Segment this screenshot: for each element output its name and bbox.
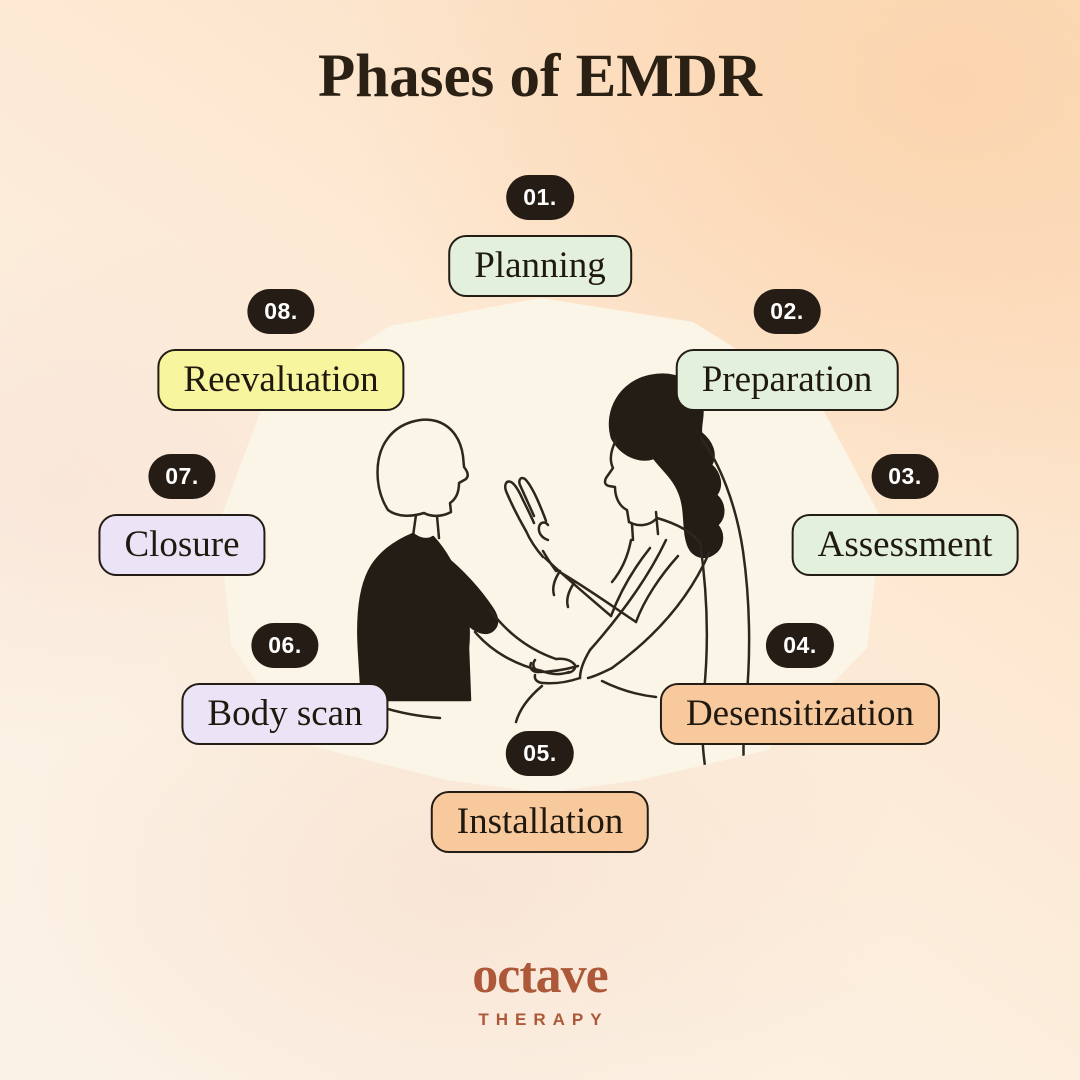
- phase-number-badge: 03.: [871, 454, 939, 499]
- phase-pill: Reevaluation: [157, 349, 405, 411]
- phase-pill: Planning: [448, 235, 632, 297]
- therapist-face: [603, 438, 631, 524]
- phase-pill: Closure: [98, 514, 266, 576]
- therapist-back: [699, 436, 751, 793]
- phase-number-badge: 05.: [506, 731, 574, 776]
- phase-number-badge: 01.: [506, 175, 574, 220]
- phase-number-badge: 06.: [251, 623, 319, 668]
- logo-wordmark: octave: [472, 947, 608, 1004]
- phase-preparation: 02. Preparation: [675, 289, 899, 411]
- phase-pill: Assessment: [791, 514, 1019, 576]
- therapist-lower-hand: [529, 658, 582, 685]
- lower-cuff: [578, 648, 614, 680]
- phase-closure: 07. Closure: [98, 454, 266, 576]
- therapist-raised-arm: [609, 546, 652, 618]
- therapist-raised-hand: [503, 476, 558, 573]
- client-sleeve: [439, 554, 499, 634]
- phase-number-badge: 04.: [766, 623, 834, 668]
- page-title: Phases of EMDR: [318, 43, 762, 110]
- client-head: [376, 418, 469, 518]
- phase-body-scan: 06. Body scan: [181, 623, 389, 745]
- phase-pill: Preparation: [675, 349, 899, 411]
- therapist-lower-arm: [588, 538, 668, 652]
- phase-pill: Body scan: [181, 683, 389, 745]
- phase-number-badge: 07.: [148, 454, 216, 499]
- phase-assessment: 03. Assessment: [791, 454, 1019, 576]
- phase-installation: 05. Installation: [430, 731, 650, 853]
- phase-number-badge: 08.: [247, 289, 315, 334]
- phase-planning: 01. Planning: [448, 175, 632, 297]
- phase-reevaluation: 08. Reevaluation: [157, 289, 405, 411]
- sleeve-cuff: [552, 569, 576, 609]
- phase-number-badge: 02.: [753, 289, 821, 334]
- client-neck: [411, 513, 441, 540]
- phase-desensitization: 04. Desensitization: [659, 623, 941, 745]
- therapist-client-illustration: [357, 373, 751, 793]
- phase-pill: Installation: [430, 791, 650, 853]
- phase-pill: Desensitization: [659, 683, 941, 745]
- logo-tagline: THERAPY: [478, 1010, 609, 1029]
- octave-therapy-logo: octave THERAPY: [0, 947, 1080, 1029]
- client-arm: [488, 608, 558, 661]
